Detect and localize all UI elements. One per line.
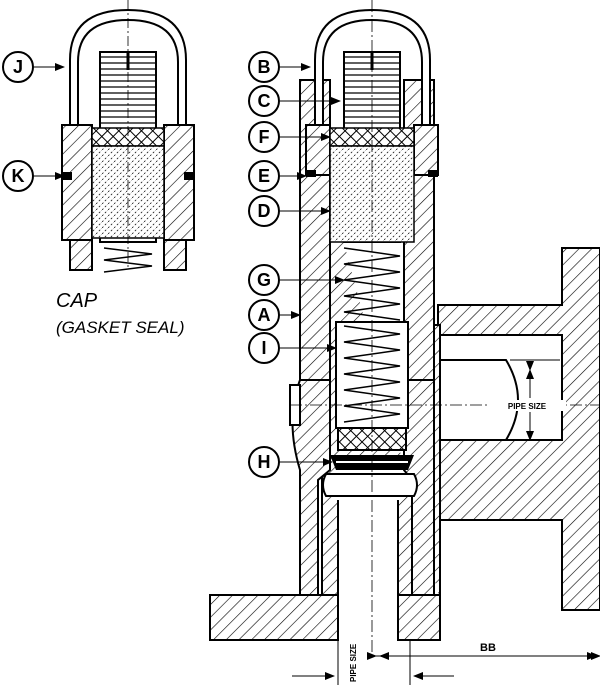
- callout-J: J: [2, 51, 65, 83]
- callout-K: K: [2, 160, 65, 192]
- cap-caption: CAP (GASKET SEAL): [56, 290, 184, 337]
- callout-label: B: [258, 57, 271, 77]
- callout-label: C: [258, 91, 271, 111]
- callout-E: E: [248, 160, 307, 192]
- callout-label: E: [258, 166, 270, 186]
- cap-title: CAP: [56, 290, 98, 312]
- dimension-lines: PIPE SIZE PIPE SIZE BB: [292, 359, 600, 685]
- callout-label: D: [258, 201, 271, 221]
- callout-label: J: [13, 57, 23, 77]
- callout-H: H: [248, 446, 333, 478]
- callout-I: I: [248, 332, 337, 364]
- outlet-pipe-size-label: PIPE SIZE: [508, 402, 547, 411]
- callout-G: G: [248, 264, 345, 296]
- bb-dimension-label: BB: [480, 642, 496, 654]
- callout-F: F: [248, 121, 331, 153]
- callout-label: K: [12, 166, 25, 186]
- inlet-pipe-size-label: PIPE SIZE: [349, 643, 358, 682]
- cap-subtitle: (GASKET SEAL): [56, 318, 184, 337]
- cap-gasket-seal-detail: [61, 0, 195, 273]
- callout-B: B: [248, 51, 311, 83]
- callout-label: H: [258, 452, 271, 472]
- callout-label: I: [261, 338, 266, 358]
- callout-D: D: [248, 195, 331, 227]
- callout-label: F: [259, 127, 270, 147]
- valve-body-section: [209, 0, 600, 660]
- callout-A: A: [248, 299, 301, 331]
- callout-label: G: [257, 270, 271, 290]
- callout-C: C: [248, 85, 341, 117]
- callout-label: A: [258, 305, 271, 325]
